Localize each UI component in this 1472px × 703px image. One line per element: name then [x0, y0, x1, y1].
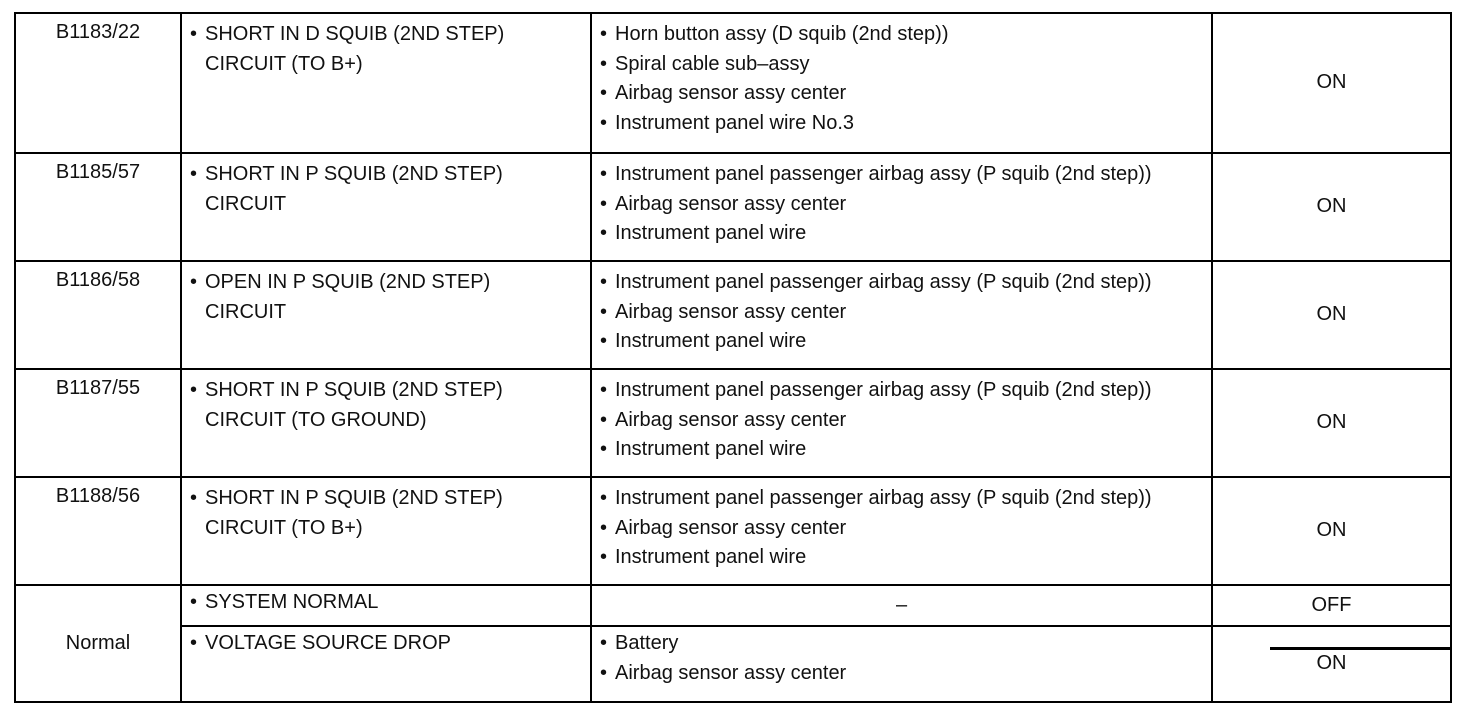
table-row: Normal •SYSTEM NORMAL – OFF	[14, 584, 1452, 703]
warning-light-cell: OFF	[1211, 584, 1452, 627]
bullet-icon: •	[190, 379, 198, 401]
warning-light-cell: ON	[1211, 368, 1452, 478]
bullet-icon: •	[600, 330, 608, 352]
dtc-code-cell: B1186/58	[14, 260, 182, 370]
trouble-area-item: •Battery	[600, 629, 1207, 659]
trouble-area-cell: •Instrument panel passenger airbag assy …	[590, 368, 1213, 478]
dtc-code-cell: B1183/22	[14, 12, 182, 154]
detection-item-cell: •SHORT IN P SQUIB (2ND STEP) CIRCUIT (TO…	[180, 368, 592, 478]
dtc-code-cell: B1188/56	[14, 476, 182, 586]
dtc-code: B1188/56	[55, 485, 141, 507]
bullet-icon: •	[600, 546, 608, 568]
bullet-icon: •	[190, 591, 198, 613]
bullet-icon: •	[600, 487, 608, 509]
trouble-area-item: •Airbag sensor assy center	[600, 514, 1207, 544]
detection-item-cell: •VOLTAGE SOURCE DROP	[180, 625, 592, 703]
bullet-icon: •	[600, 300, 608, 323]
table-row: B1186/58 •OPEN IN P SQUIB (2ND STEP) CIR…	[14, 260, 1452, 370]
trouble-area-item: •Airbag sensor assy center	[600, 190, 1207, 220]
dtc-code-cell: Normal	[14, 584, 182, 703]
trouble-area-cell: –	[590, 584, 1213, 627]
warning-light-cell: ON	[1211, 260, 1452, 370]
detection-item-line: •SYSTEM NORMAL	[190, 588, 586, 618]
bullet-icon: •	[600, 111, 608, 134]
bullet-icon: •	[600, 379, 608, 401]
trouble-area-item: •Spiral cable sub–assy	[600, 50, 1207, 80]
table-row: B1185/57 •SHORT IN P SQUIB (2ND STEP) CI…	[14, 152, 1452, 262]
trouble-area-item: •Instrument panel passenger airbag assy …	[600, 268, 1207, 298]
bullet-icon: •	[600, 163, 608, 185]
detection-item-cell: •SYSTEM NORMAL	[180, 584, 592, 627]
detection-item-line: •SHORT IN P SQUIB (2ND STEP)	[190, 376, 586, 406]
trouble-area-item: •Instrument panel wire	[600, 543, 1207, 573]
dtc-code: B1187/55	[55, 377, 141, 399]
trouble-area-item: •Instrument panel passenger airbag assy …	[600, 376, 1207, 406]
detection-item-cell: •SHORT IN P SQUIB (2ND STEP) CIRCUIT (TO…	[180, 476, 592, 586]
trouble-area-item: •Instrument panel passenger airbag assy …	[600, 160, 1207, 190]
bullet-icon: •	[600, 222, 608, 244]
warning-light-cell: ON	[1211, 476, 1452, 586]
bullet-icon: •	[190, 23, 198, 45]
bullet-icon: •	[600, 661, 608, 684]
trouble-area-item: •Airbag sensor assy center	[600, 298, 1207, 328]
dtc-code-cell: B1185/57	[14, 152, 182, 262]
dtc-code-cell: B1187/55	[14, 368, 182, 478]
dtc-code: B1186/58	[55, 269, 141, 291]
detection-item-line: •VOLTAGE SOURCE DROP	[190, 629, 586, 659]
bullet-icon: •	[600, 408, 608, 431]
page-edge-rule	[1270, 647, 1450, 650]
trouble-area-item: •Instrument panel wire	[600, 327, 1207, 357]
bullet-icon: •	[600, 82, 608, 104]
bullet-icon: •	[600, 438, 608, 460]
bullet-icon: •	[600, 632, 608, 654]
trouble-area-item: •Airbag sensor assy center	[600, 406, 1207, 436]
bullet-icon: •	[600, 271, 608, 293]
table-row: •VOLTAGE SOURCE DROP •Battery •Airbag se…	[15, 625, 1452, 703]
bullet-icon: •	[600, 516, 608, 539]
detection-item-cell: •SHORT IN D SQUIB (2ND STEP) CIRCUIT (TO…	[180, 12, 592, 154]
detection-item-line: •SHORT IN D SQUIB (2ND STEP)	[190, 20, 586, 50]
detection-item-line: •OPEN IN P SQUIB (2ND STEP)	[190, 268, 586, 298]
trouble-area-cell: •Instrument panel passenger airbag assy …	[590, 476, 1213, 586]
trouble-area-item: •Instrument panel wire No.3	[600, 109, 1207, 139]
bullet-icon: •	[190, 271, 198, 293]
dtc-code: B1185/57	[55, 161, 141, 183]
warning-light-cell: ON	[1211, 152, 1452, 262]
detection-item-line: CIRCUIT (TO GROUND)	[205, 408, 427, 431]
dtc-table: B1183/22 •SHORT IN D SQUIB (2ND STEP) CI…	[14, 12, 1452, 703]
trouble-area-cell: •Battery •Airbag sensor assy center	[590, 625, 1213, 703]
bullet-icon: •	[190, 487, 198, 509]
trouble-area-item: •Instrument panel wire	[600, 219, 1207, 249]
detection-item-cell: •SHORT IN P SQUIB (2ND STEP) CIRCUIT	[180, 152, 592, 262]
dtc-code: B1183/22	[55, 21, 141, 43]
bullet-icon: •	[190, 163, 198, 185]
trouble-area-cell: •Horn button assy (D squib (2nd step)) •…	[590, 12, 1213, 154]
bullet-icon: •	[600, 52, 608, 75]
detection-item-line: •SHORT IN P SQUIB (2ND STEP)	[190, 160, 586, 190]
detection-item-line: CIRCUIT	[205, 300, 287, 323]
detection-item-line: CIRCUIT	[205, 192, 287, 215]
dtc-code: Normal	[65, 631, 131, 654]
trouble-area-item: •Instrument panel wire	[600, 435, 1207, 465]
bullet-icon: •	[600, 192, 608, 215]
detection-item-cell: •OPEN IN P SQUIB (2ND STEP) CIRCUIT	[180, 260, 592, 370]
trouble-area-item: •Airbag sensor assy center	[600, 659, 1207, 689]
trouble-area-item: •Instrument panel passenger airbag assy …	[600, 484, 1207, 514]
table-row: B1187/55 •SHORT IN P SQUIB (2ND STEP) CI…	[14, 368, 1452, 478]
trouble-area-cell: •Instrument panel passenger airbag assy …	[590, 260, 1213, 370]
trouble-area-item: •Airbag sensor assy center	[600, 79, 1207, 109]
trouble-area-cell: •Instrument panel passenger airbag assy …	[590, 152, 1213, 262]
table-row: B1183/22 •SHORT IN D SQUIB (2ND STEP) CI…	[14, 12, 1452, 154]
table-row: B1188/56 •SHORT IN P SQUIB (2ND STEP) CI…	[14, 476, 1452, 586]
warning-light-cell: ON	[1211, 12, 1452, 154]
detection-item-line: •SHORT IN P SQUIB (2ND STEP)	[190, 484, 586, 514]
trouble-area-item: •Horn button assy (D squib (2nd step))	[600, 20, 1207, 50]
bullet-icon: •	[600, 23, 608, 45]
bullet-icon: •	[190, 632, 198, 654]
detection-item-line: CIRCUIT (TO B+)	[205, 52, 363, 75]
dtc-table-container: B1183/22 •SHORT IN D SQUIB (2ND STEP) CI…	[14, 12, 1452, 703]
detection-item-line: CIRCUIT (TO B+)	[205, 516, 363, 539]
warning-light-cell: ON	[1211, 625, 1452, 703]
